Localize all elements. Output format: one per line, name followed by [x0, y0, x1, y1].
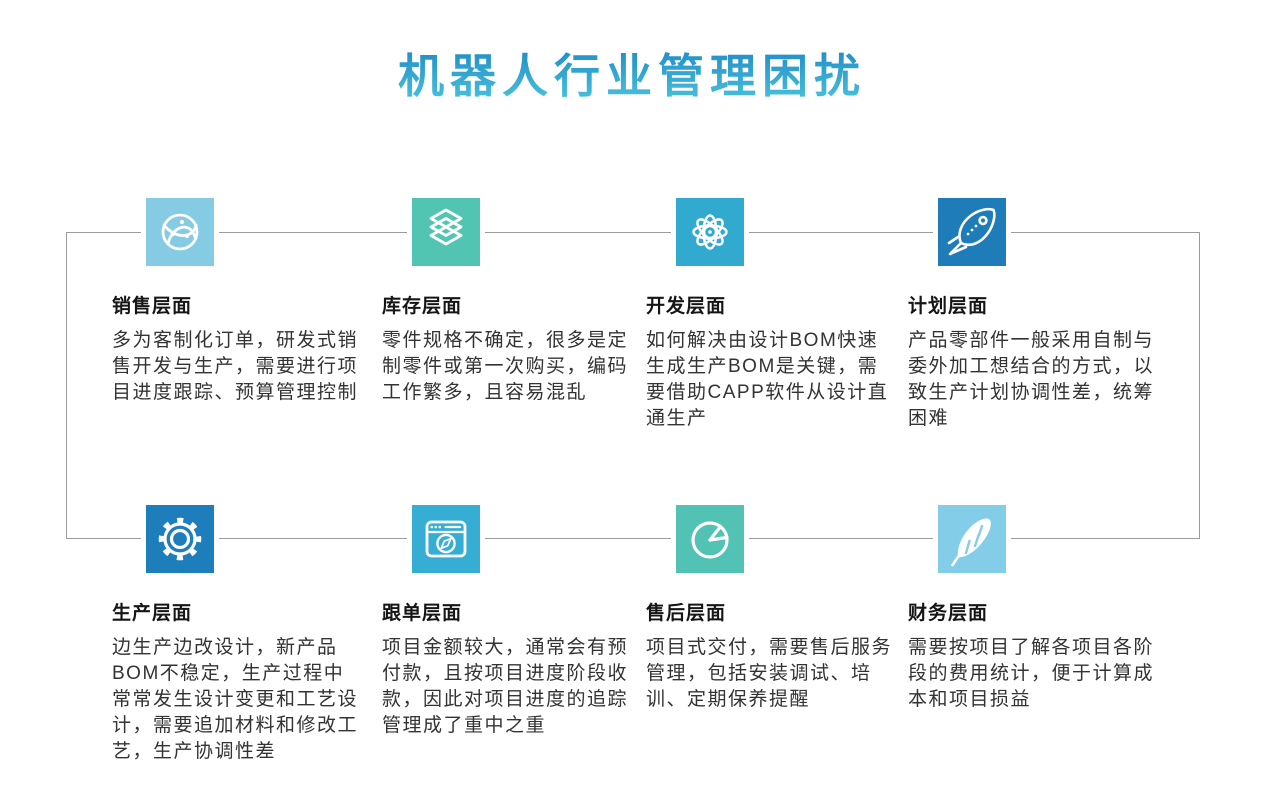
section-order-tracking: 跟单层面 项目金额较大，通常会有预付款，且按项目进度阶段收款，因此对项目进度的追… — [382, 500, 629, 739]
section-inventory: 库存层面 零件规格不确定，很多是定制零件或第一次购买，编码工作繁多，且容易混乱 — [382, 193, 629, 406]
section-body: 产品零部件一般采用自制与委外加工想结合的方式，以致生产计划协调性差，统筹困难 — [908, 330, 1155, 429]
after-sales-icon-box — [671, 500, 749, 578]
gear-icon — [158, 517, 202, 561]
connector-left-line — [66, 232, 67, 539]
connector-bottom-line — [66, 538, 1200, 539]
section-development: 开发层面 如何解决由设计BOM快速生成生产BOM是关键，需要借助CAPP软件从设… — [646, 193, 892, 432]
section-sales: 销售层面 多为客制化订单，研发式销售开发与生产，需要进行项目进度跟踪、预算管理控… — [112, 193, 359, 406]
section-heading: 库存层面 — [382, 296, 463, 317]
inventory-icon-box — [407, 193, 485, 271]
section-heading: 计划层面 — [908, 296, 989, 317]
order-tracking-icon-box — [407, 500, 485, 578]
atom-icon — [692, 214, 728, 250]
production-icon-box — [141, 500, 219, 578]
section-heading: 生产层面 — [112, 603, 193, 624]
section-heading: 财务层面 — [908, 603, 989, 624]
section-body: 如何解决由设计BOM快速生成生产BOM是关键，需要借助CAPP软件从设计直通生产 — [646, 330, 889, 429]
section-body: 零件规格不确定，很多是定制零件或第一次购买，编码工作繁多，且容易混乱 — [382, 330, 629, 403]
section-heading: 开发层面 — [646, 296, 727, 317]
rocket-icon — [947, 207, 996, 256]
section-planning: 计划层面 产品零部件一般采用自制与委外加工想结合的方式，以致生产计划协调性差，统… — [908, 193, 1155, 432]
section-heading: 跟单层面 — [382, 603, 463, 624]
section-heading: 销售层面 — [112, 296, 193, 317]
connector-right-line — [1199, 232, 1200, 539]
feather-icon — [951, 518, 991, 567]
section-body: 需要按项目了解各项目各阶段的费用统计，便于计算成本和项目损益 — [908, 637, 1155, 710]
section-body: 项目金额较大，通常会有预付款，且按项目进度阶段收款，因此对项目进度的追踪管理成了… — [382, 637, 629, 736]
section-body: 项目式交付，需要售后服务管理，包括安装调试、培训、定期保养提醒 — [646, 637, 893, 710]
page-title-text: 机器人行业管理困扰 — [398, 40, 866, 106]
browser-compass-icon — [425, 520, 467, 558]
finance-icon-box — [933, 500, 1011, 578]
section-body: 多为客制化订单，研发式销售开发与生产，需要进行项目进度跟踪、预算管理控制 — [112, 330, 359, 403]
section-finance: 财务层面 需要按项目了解各项目各阶段的费用统计，便于计算成本和项目损益 — [908, 500, 1155, 713]
section-heading: 售后层面 — [646, 603, 727, 624]
sales-icon-box — [141, 193, 219, 271]
section-body: 边生产边改设计，新产品BOM不稳定，生产过程中常常发生设计变更和工艺设计，需要追… — [112, 637, 359, 762]
page-title: 机器人行业管理困扰 — [0, 40, 1264, 106]
connector-top-line — [66, 232, 1200, 233]
section-after-sales: 售后层面 项目式交付，需要售后服务管理，包括安装调试、培训、定期保养提醒 — [646, 500, 893, 713]
layers-icon — [429, 208, 463, 246]
network-globe-icon — [161, 213, 199, 251]
section-production: 生产层面 边生产边改设计，新产品BOM不稳定，生产过程中常常发生设计变更和工艺设… — [112, 500, 359, 765]
pie-chart-icon — [691, 521, 729, 559]
development-icon-box — [671, 193, 749, 271]
planning-icon-box — [933, 193, 1011, 271]
